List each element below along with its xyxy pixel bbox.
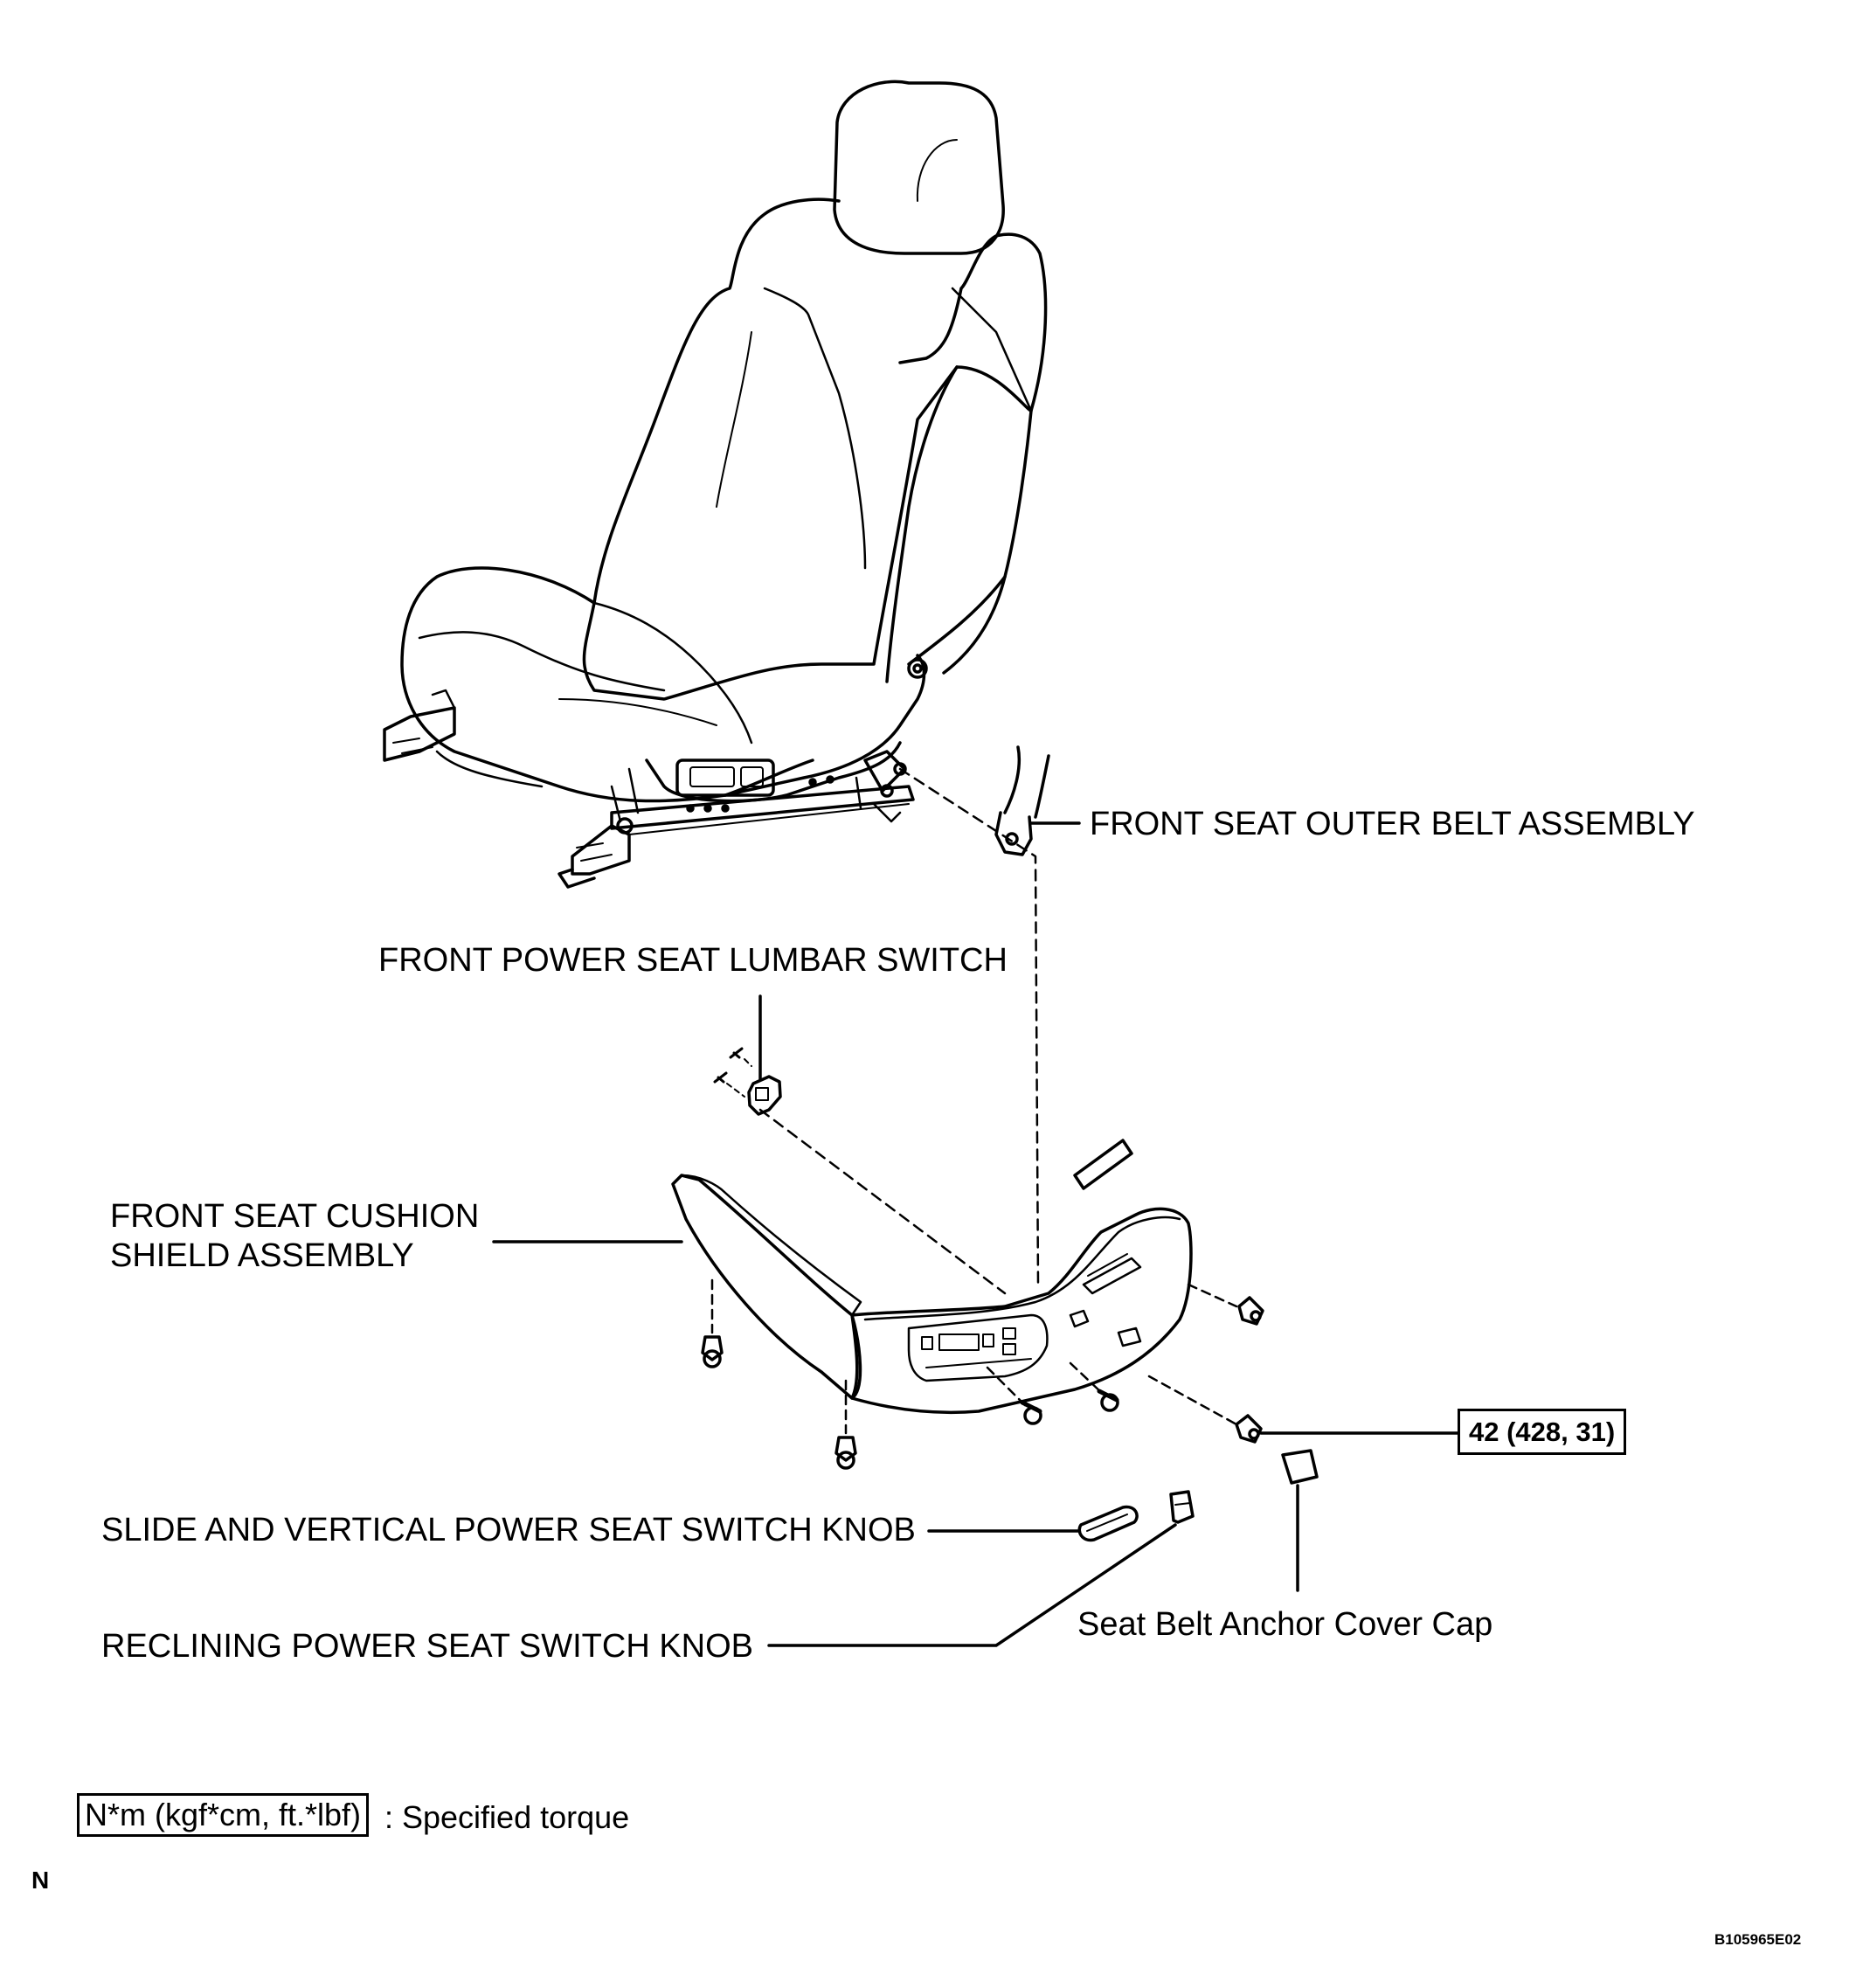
torque-legend-text: : Specified torque [384, 1799, 630, 1835]
label-cushion-shield-line2: SHIELD ASSEMBLY [110, 1237, 414, 1274]
label-slide-knob: SLIDE AND VERTICAL POWER SEAT SWITCH KNO… [101, 1512, 916, 1548]
torque-legend-unit: N*m (kgf*cm, ft.*lbf) [77, 1793, 370, 1837]
belt-dashed-line [898, 767, 1040, 1286]
label-reclining-knob: RECLINING POWER SEAT SWITCH KNOB [101, 1628, 754, 1665]
fasteners-drawing [701, 1278, 1470, 1470]
figure-code: B105965E02 [1714, 1931, 1802, 1948]
label-anchor-cover-cap: Seat Belt Anchor Cover Cap [1077, 1606, 1493, 1643]
label-lumbar-switch: FRONT POWER SEAT LUMBAR SWITCH [378, 942, 1008, 979]
footer-mark: N [31, 1867, 50, 1894]
label-outer-belt: FRONT SEAT OUTER BELT ASSEMBLY [1090, 806, 1695, 842]
trim-strip-drawing [1073, 1139, 1133, 1190]
seat-assembly-drawing [383, 80, 1048, 889]
label-cushion-shield-line1: FRONT SEAT CUSHION [110, 1198, 480, 1235]
lumbar-switch-drawing [713, 994, 1007, 1295]
torque-spec-box: 42 (428, 31) [1458, 1409, 1627, 1455]
knobs-drawing [767, 1449, 1319, 1647]
cushion-shield-drawing [671, 1174, 1193, 1415]
